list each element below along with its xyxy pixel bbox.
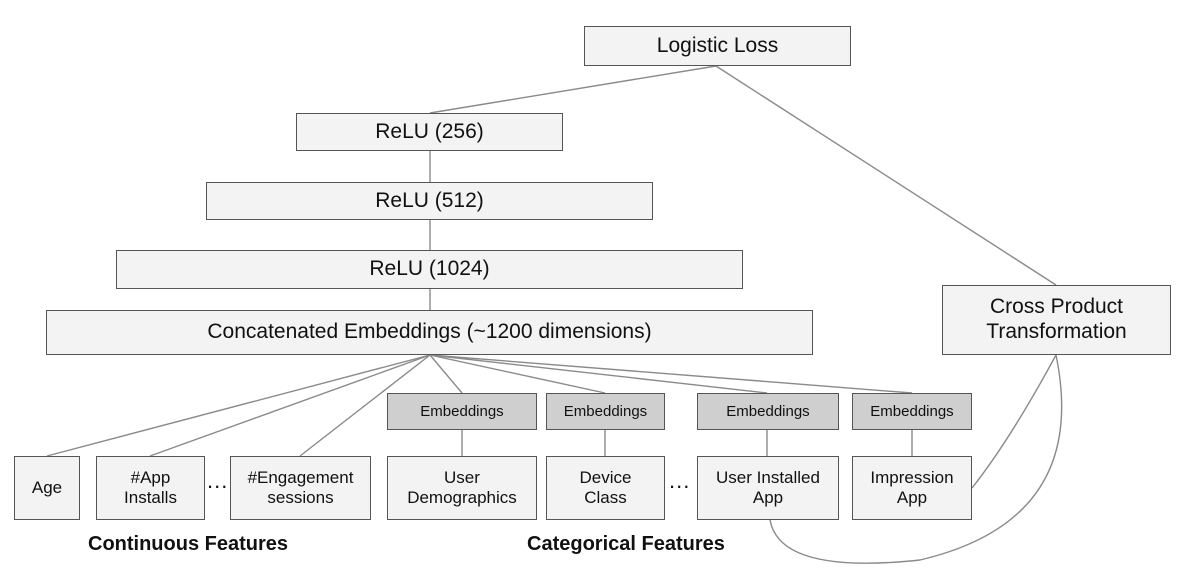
feature-user-demographics-label: User Demographics — [407, 467, 517, 507]
feature-app-installs-label: #App Installs — [124, 467, 177, 507]
relu-512-node: ReLU (512) — [206, 182, 653, 220]
edge-concat-engagement — [299, 354, 431, 457]
relu-256-node: ReLU (256) — [296, 113, 563, 151]
embeddings-label: Embeddings — [563, 402, 648, 420]
cross-product-node: Cross Product Transformation — [942, 285, 1171, 355]
continuous-ellipsis: ... — [207, 468, 229, 493]
logistic-loss-label: Logistic Loss — [656, 33, 779, 57]
edge-concat-age — [46, 354, 431, 457]
relu-256-label: ReLU (256) — [375, 119, 484, 143]
cross-product-label: Cross Product Transformation — [986, 295, 1127, 343]
edge-concat-emb4 — [429, 354, 913, 394]
edge-cross-impression — [971, 354, 1057, 489]
embeddings-node-impression: Embeddings — [852, 393, 972, 430]
feature-device-class-label: Device Class — [579, 467, 632, 507]
relu-1024-label: ReLU (1024) — [369, 257, 490, 281]
embeddings-node-demographics: Embeddings — [387, 393, 537, 430]
feature-impression-app: Impression App — [852, 456, 972, 520]
edge-concat-appinstalls — [149, 354, 431, 457]
concat-embeddings-node: Concatenated Embeddings (~1200 dimension… — [46, 310, 813, 355]
edge-concat-emb2 — [429, 354, 606, 394]
feature-device-class: Device Class — [546, 456, 665, 520]
relu-1024-node: ReLU (1024) — [116, 250, 743, 289]
edge-loss-relu256 — [429, 65, 717, 114]
feature-engagement-sessions: #Engagement sessions — [230, 456, 371, 520]
feature-app-installs: #App Installs — [96, 456, 205, 520]
concat-embeddings-label: Concatenated Embeddings (~1200 dimension… — [207, 320, 652, 344]
edge-loss-cross — [715, 65, 1057, 286]
feature-user-installed-app: User Installed App — [697, 456, 839, 520]
embeddings-node-device: Embeddings — [546, 393, 665, 430]
embeddings-label: Embeddings — [726, 402, 810, 420]
edge-concat-emb1 — [429, 354, 463, 394]
feature-user-installed-app-label: User Installed App — [716, 467, 820, 507]
feature-user-demographics: User Demographics — [387, 456, 537, 520]
relu-512-label: ReLU (512) — [375, 188, 484, 212]
continuous-features-heading: Continuous Features — [88, 533, 289, 555]
categorical-features-heading: Categorical Features — [527, 533, 725, 555]
feature-engagement-sessions-label: #Engagement sessions — [247, 467, 354, 507]
feature-age-label: Age — [31, 477, 63, 497]
edge-cross-installed — [769, 354, 1063, 564]
embeddings-node-installed: Embeddings — [697, 393, 839, 430]
feature-impression-app-label: Impression App — [870, 467, 954, 507]
edge-concat-emb3 — [429, 354, 768, 394]
categorical-ellipsis: ... — [669, 468, 691, 493]
embeddings-label: Embeddings — [870, 402, 954, 420]
feature-age: Age — [14, 456, 80, 520]
embeddings-label: Embeddings — [420, 402, 504, 420]
logistic-loss-node: Logistic Loss — [584, 26, 851, 66]
